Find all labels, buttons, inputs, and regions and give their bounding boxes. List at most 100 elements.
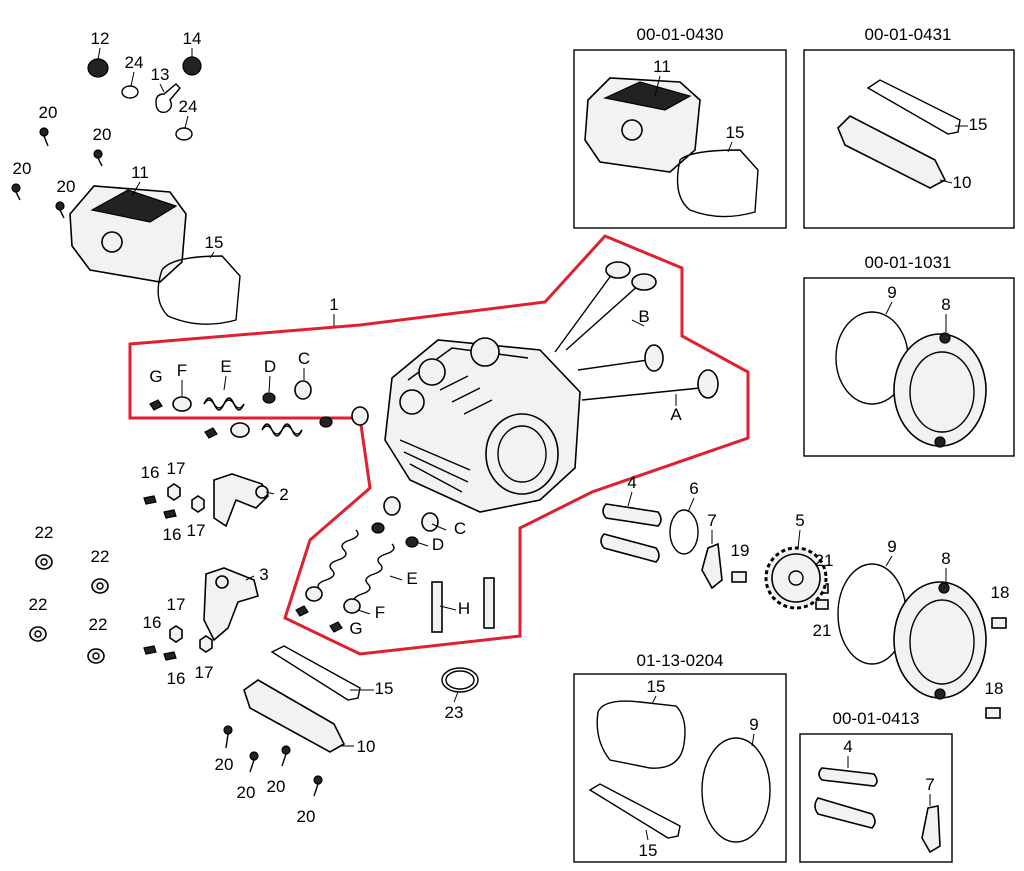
callout-label: 7 — [925, 775, 934, 794]
callout-label: 9 — [887, 537, 896, 556]
o-ring-part — [701, 737, 771, 843]
callout-label: D — [264, 357, 276, 376]
kit-box-00-01-1031: 00-01-1031 9 8 — [803, 253, 1015, 457]
callout-label: H — [458, 599, 470, 618]
o-ring-part — [441, 667, 479, 693]
dowel-pin-part — [814, 767, 878, 829]
valve-cover-part — [69, 185, 187, 283]
callout-label: E — [220, 357, 231, 376]
callout-label: 18 — [985, 679, 1004, 698]
callout-label: D — [432, 535, 444, 554]
callout-label: 16 — [167, 669, 186, 688]
adjuster-screw-part — [143, 483, 213, 661]
kit-code: 01-13-0204 — [637, 651, 724, 670]
callout-label: 14 — [183, 29, 202, 48]
callout-label: 20 — [215, 755, 234, 774]
callout-label: 15 — [205, 233, 224, 252]
callout-label: G — [349, 619, 362, 638]
valve-cover-part — [584, 77, 701, 173]
valve-part — [554, 261, 719, 401]
callout-label: 13 — [151, 65, 170, 84]
callout-label: 6 — [689, 479, 698, 498]
callout-label: 5 — [795, 511, 804, 530]
kit-code: 00-01-0430 — [637, 25, 724, 44]
cam-plate-part — [701, 542, 723, 590]
callout-label: 18 — [991, 583, 1010, 602]
callout-label: 23 — [445, 703, 464, 722]
callout-label: 20 — [13, 159, 32, 178]
callout-label: 15 — [375, 679, 394, 698]
cylinder-head-part — [384, 337, 581, 513]
callout-label: 7 — [707, 511, 716, 530]
callout-labels: 12 14 24 13 24 20 20 20 20 11 15 1 G F E… — [13, 29, 1010, 826]
callout-label: 17 — [167, 459, 186, 478]
callout-label: 22 — [89, 615, 108, 634]
callout-label: 19 — [731, 541, 750, 560]
rocker-arm-part — [203, 473, 269, 642]
callout-label: 20 — [39, 103, 58, 122]
callout-label: 10 — [953, 173, 972, 192]
callout-label: 17 — [167, 595, 186, 614]
cover-plate-part — [893, 581, 987, 700]
callout-label: 20 — [297, 807, 316, 826]
callout-label: 8 — [941, 549, 950, 568]
callout-label: E — [406, 569, 417, 588]
callout-label: F — [177, 361, 187, 380]
kit-code: 00-01-0431 — [865, 25, 952, 44]
callout-label: 10 — [357, 737, 376, 756]
gasket-part — [676, 149, 759, 218]
callout-label: 20 — [237, 783, 256, 802]
callout-label: 2 — [279, 485, 288, 504]
callout-label: 3 — [259, 565, 268, 584]
callout-label: 16 — [143, 613, 162, 632]
callout-label: 24 — [125, 53, 144, 72]
callout-label: 8 — [941, 295, 950, 314]
callout-label: 15 — [969, 115, 988, 134]
washer-part — [29, 554, 109, 664]
kit-code: 00-01-1031 — [865, 253, 952, 272]
cam-sprocket-part — [764, 546, 828, 610]
callout-label: 24 — [179, 97, 198, 116]
callout-label: 22 — [35, 523, 54, 542]
side-cover-part — [837, 115, 947, 189]
bolt-part — [223, 725, 323, 797]
callout-label: 15 — [726, 123, 745, 142]
side-cover-part — [243, 679, 346, 753]
callout-label: 17 — [187, 521, 206, 540]
callout-label: F — [375, 603, 385, 622]
kit-box-00-01-0413: 00-01-0413 4 7 — [799, 709, 953, 863]
callout-label: A — [670, 405, 682, 424]
kit-box-00-01-0431: 00-01-0431 15 10 — [803, 25, 1015, 229]
gasket-part — [270, 645, 361, 701]
callout-label: 4 — [843, 737, 852, 756]
o-ring-part — [669, 509, 699, 555]
callout-label: C — [298, 349, 310, 368]
cover-plate-part — [893, 332, 987, 448]
callout-label: 20 — [57, 177, 76, 196]
leader-lines — [97, 47, 947, 747]
cam-plate-part — [921, 805, 941, 854]
callout-label: C — [454, 519, 466, 538]
callout-label: 11 — [653, 57, 671, 76]
callout-label: 22 — [91, 547, 110, 566]
callout-label: 15 — [647, 677, 666, 696]
gasket-part — [588, 783, 681, 839]
callout-label: B — [638, 307, 649, 326]
kit-box-00-01-0430: 00-01-0430 11 15 — [573, 25, 787, 229]
callout-label: 15 — [639, 841, 658, 860]
callout-label: 20 — [267, 777, 286, 796]
callout-label: 9 — [749, 715, 758, 734]
assembly-highlight-outline — [128, 234, 750, 656]
callout-label: G — [149, 367, 162, 386]
callout-label: 11 — [131, 163, 149, 182]
valve-spring-stack-upper — [149, 380, 369, 439]
bolt-part — [11, 127, 103, 219]
callout-label: 20 — [93, 125, 112, 144]
callout-label: 1 — [329, 295, 338, 314]
kit-box-01-13-0204: 01-13-0204 15 9 15 — [573, 651, 787, 863]
callout-label: 21 — [815, 551, 834, 570]
oil-cap-part — [87, 56, 202, 141]
dowel-pin-part — [600, 503, 662, 563]
callout-label: 17 — [195, 663, 214, 682]
callout-label: 16 — [141, 463, 160, 482]
